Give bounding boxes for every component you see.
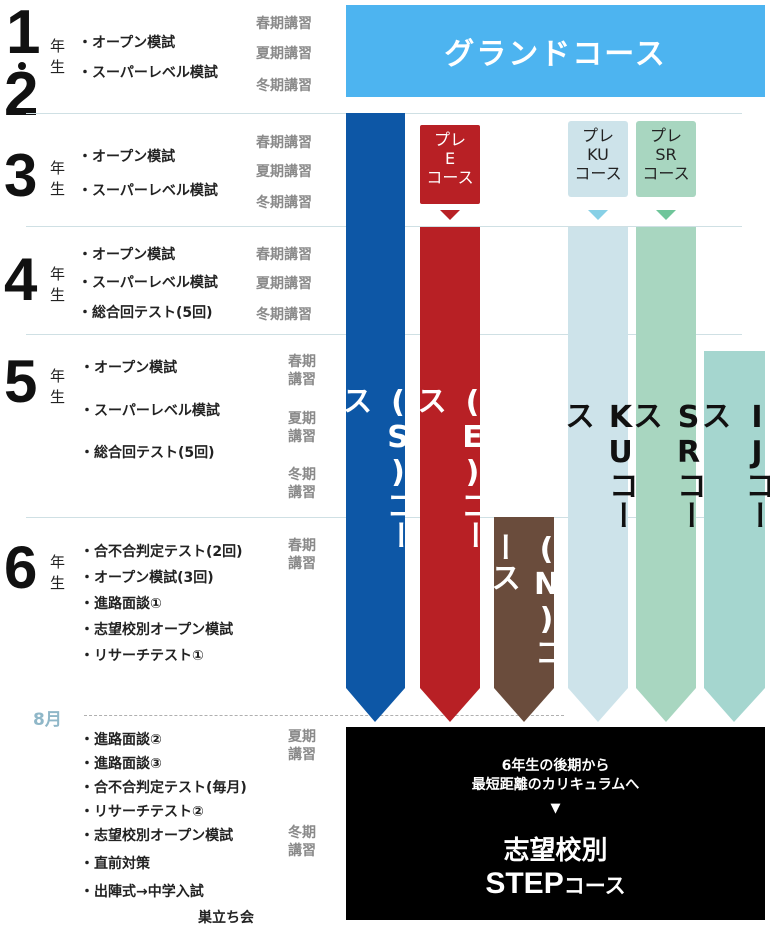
list-item: ・志望校別オープン模試 (80, 828, 234, 844)
term-winter: 冬期講習 (288, 825, 316, 859)
pre-sr-line: SR (655, 145, 677, 164)
list-item: ・合不合判定テスト(毎月) (80, 780, 247, 796)
list-item: ・リサーチテスト② (80, 804, 204, 820)
sr-course-label: SRコース (627, 400, 706, 530)
n-course-arrow (494, 517, 554, 722)
e-course-label: (E)コース (411, 385, 490, 550)
step-intro-line: 最短距離のカリキュラムへ (471, 777, 640, 793)
list-item: ・リサーチテスト① (80, 648, 204, 664)
grade-numeral-2: 2 (4, 60, 39, 129)
list-item: ・オープン模試 (78, 149, 176, 165)
grand-course-box: グランドコース (346, 5, 765, 97)
grade-label-6: 年生 (50, 553, 66, 592)
pre-ku-line: コース (574, 164, 622, 183)
grade-numeral-4: 4 (4, 246, 38, 313)
grade-label-3: 年生 (50, 159, 66, 198)
term-summer: 夏期講習 (288, 729, 316, 763)
ku-course-label: KUコース (559, 400, 638, 530)
list-item: ・合不合判定テスト(2回) (80, 544, 243, 560)
pre-sr-line: コース (642, 164, 690, 183)
term-summer: 夏期講習 (288, 411, 316, 445)
pre-e-pointer (440, 210, 460, 220)
pre-ku-pointer (588, 210, 608, 220)
list-item: ・オープン模試 (78, 35, 176, 51)
term-winter: 冬期講習 (256, 307, 312, 323)
list-item: ・総合回テスト(5回) (78, 305, 213, 321)
term-summer: 夏期講習 (256, 46, 312, 62)
step-intro-line: 6年生の後期から (501, 758, 610, 774)
pre-ku-line: プレ (581, 126, 614, 145)
list-item: ・総合回テスト(5回) (80, 445, 215, 461)
pre-e-line: プレ (433, 130, 466, 149)
step-course-box: 6年生の後期から 最短距離のカリキュラムへ ▼ 志望校別 STEPコース (346, 727, 765, 920)
step-title: 志望校別 (503, 836, 608, 866)
pre-ku-line: KU (587, 145, 609, 164)
list-item: ・オープン模試 (80, 360, 178, 376)
pre-e-line: E (444, 149, 456, 168)
grade-numeral-5: 5 (4, 348, 38, 415)
month-marker: 8月 (33, 710, 62, 730)
term-spring: 春期講習 (256, 247, 312, 263)
term-summer: 夏期講習 (256, 164, 312, 180)
s-course-arrow (346, 113, 405, 722)
list-item: 巣立ち会 (198, 910, 254, 926)
pre-e-line: コース (426, 168, 474, 187)
ij-course-arrow (704, 351, 765, 722)
term-spring: 春期講習 (288, 354, 316, 388)
term-winter: 冬期講習 (288, 467, 316, 501)
list-item: ・直前対策 (80, 856, 150, 872)
month-divider (84, 715, 564, 716)
term-spring: 春期講習 (288, 538, 316, 572)
step-title-2: STEPコース (485, 867, 626, 900)
pre-ku-course-box: プレ KU コース (568, 121, 628, 197)
pre-sr-course-box: プレ SR コース (636, 121, 696, 197)
list-item: ・オープン模試(3回) (80, 570, 214, 586)
list-item: ・志望校別オープン模試 (80, 622, 234, 638)
list-item: ・進路面談② (80, 732, 162, 748)
pre-sr-line: プレ (649, 126, 682, 145)
n-course-label: (N)コース (485, 532, 564, 667)
term-spring: 春期講習 (256, 16, 312, 32)
list-item: ・オープン模試 (78, 247, 176, 263)
grade-numeral-6: 6 (4, 534, 38, 601)
term-spring: 春期講習 (256, 135, 312, 151)
list-item: ・進路面談① (80, 596, 162, 612)
list-item: ・スーパーレベル模試 (78, 183, 218, 199)
term-winter: 冬期講習 (256, 195, 312, 211)
list-item: ・スーパーレベル模試 (78, 65, 218, 81)
ku-course-arrow (568, 227, 628, 722)
grade-numeral-1: 1 (6, 0, 41, 67)
grade-label-5: 年生 (50, 367, 66, 406)
pre-sr-pointer (656, 210, 676, 220)
list-item: ・出陣式→中学入試 (80, 884, 204, 900)
list-item: ・スーパーレベル模試 (80, 403, 220, 419)
term-winter: 冬期講習 (256, 78, 312, 94)
grade-label-4: 年生 (50, 265, 66, 304)
list-item: ・スーパーレベル模試 (78, 275, 218, 291)
grand-course-label: グランドコース (444, 37, 667, 72)
step-arrow-icon: ▼ (550, 801, 561, 816)
pre-e-course-box: プレ E コース (420, 125, 480, 204)
grade-dot (18, 62, 26, 70)
term-summer: 夏期講習 (256, 276, 312, 292)
s-course-label: (S)コース (336, 385, 416, 550)
grade-label-12: 年生 (50, 37, 66, 76)
list-item: ・進路面談③ (80, 756, 162, 772)
e-course-arrow (420, 227, 480, 722)
grade-numeral-3: 3 (4, 142, 38, 209)
ij-course-label: IJコース (695, 400, 770, 530)
sr-course-arrow (636, 227, 696, 722)
